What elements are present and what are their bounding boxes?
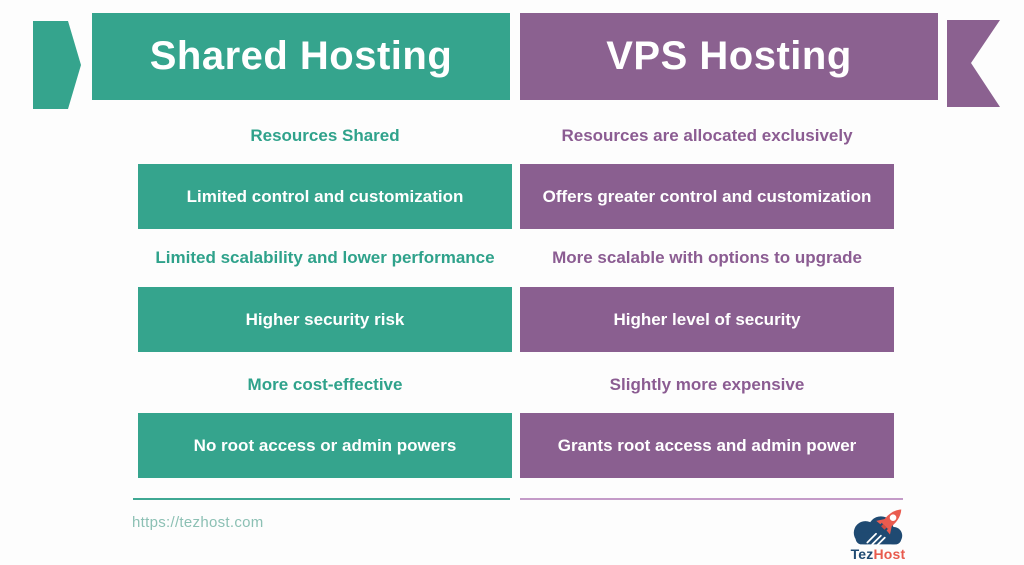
ribbon-tail-right-icon xyxy=(947,20,1000,107)
divider-line-teal xyxy=(133,498,510,500)
shared-feature-text: Limited scalability and lower performanc… xyxy=(155,248,495,267)
vps-feature-box: Offers greater control and customization xyxy=(520,164,894,229)
shared-feature-text: Resources Shared xyxy=(250,126,400,145)
website-url: https://tezhost.com xyxy=(132,514,264,531)
shared-hosting-title: Shared Hosting xyxy=(149,34,453,78)
vps-feature-text: Resources are allocated exclusively xyxy=(561,126,853,145)
shared-feature-text: More cost-effective xyxy=(247,375,403,394)
shared-feature-box: No root access or admin powers xyxy=(138,413,512,478)
brand-name-tez: Tez xyxy=(850,546,874,562)
shared-feature-box: Higher security risk xyxy=(138,287,512,352)
brand-name-host: Host xyxy=(873,546,906,562)
shared-hosting-banner: Shared Hosting xyxy=(92,13,510,100)
vps-feature-box: Higher level of security xyxy=(520,287,894,352)
vps-feature-text: Slightly more expensive xyxy=(609,375,805,394)
vps-feature-box: Grants root access and admin power xyxy=(520,413,894,478)
ribbon-tail-left-icon xyxy=(33,21,81,109)
vps-hosting-title: VPS Hosting xyxy=(606,34,852,78)
vps-feature-text: More scalable with options to upgrade xyxy=(552,248,862,267)
divider-line-purple xyxy=(520,498,903,500)
brand-name: TezHost xyxy=(851,546,906,562)
rocket-cloud-icon xyxy=(853,509,903,547)
vps-hosting-banner: VPS Hosting xyxy=(520,13,938,100)
shared-feature-box: Limited control and customization xyxy=(138,164,512,229)
tezhost-logo: TezHost xyxy=(844,503,912,562)
